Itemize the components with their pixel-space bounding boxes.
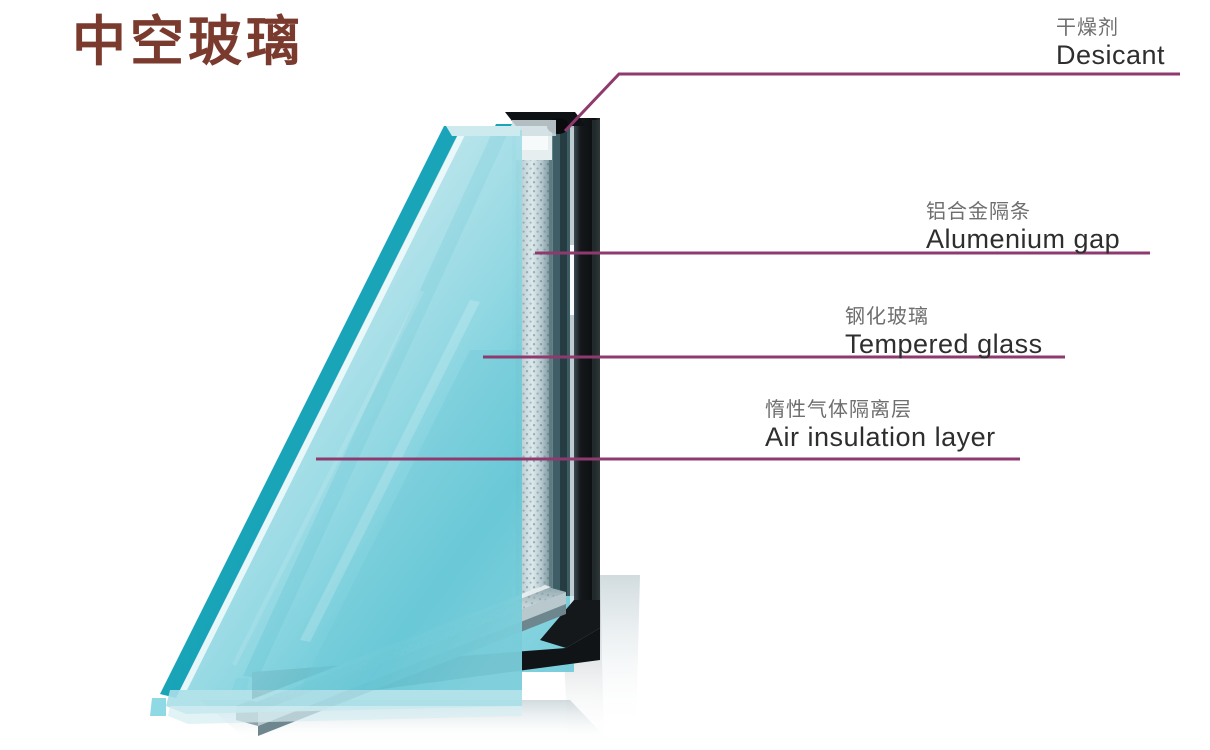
callout-tempered-en: Tempered glass — [845, 329, 1043, 359]
callout-alumenium-en: Alumenium gap — [926, 224, 1121, 254]
front-glass-pane — [150, 126, 522, 724]
callout-desicant-cn: 干燥剂 — [1056, 15, 1119, 39]
callout-air-en: Air insulation layer — [765, 422, 996, 452]
glass-specular-streaks — [232, 290, 480, 666]
callout-desicant-en: Desicant — [1056, 40, 1166, 70]
callout-tempered: 钢化玻璃 Tempered glass — [845, 305, 1043, 360]
callout-alumenium: 铝合金隔条 Alumenium gap — [926, 200, 1120, 255]
callout-alumenium-cn: 铝合金隔条 — [926, 199, 1031, 223]
callout-tempered-cn: 钢化玻璃 — [845, 304, 929, 328]
callout-desicant: 干燥剂 Desicant — [1056, 16, 1165, 71]
callout-air: 惰性气体隔离层 Air insulation layer — [765, 398, 996, 453]
page-title: 中空玻璃 — [72, 9, 304, 73]
callout-air-cn: 惰性气体隔离层 — [765, 397, 912, 421]
